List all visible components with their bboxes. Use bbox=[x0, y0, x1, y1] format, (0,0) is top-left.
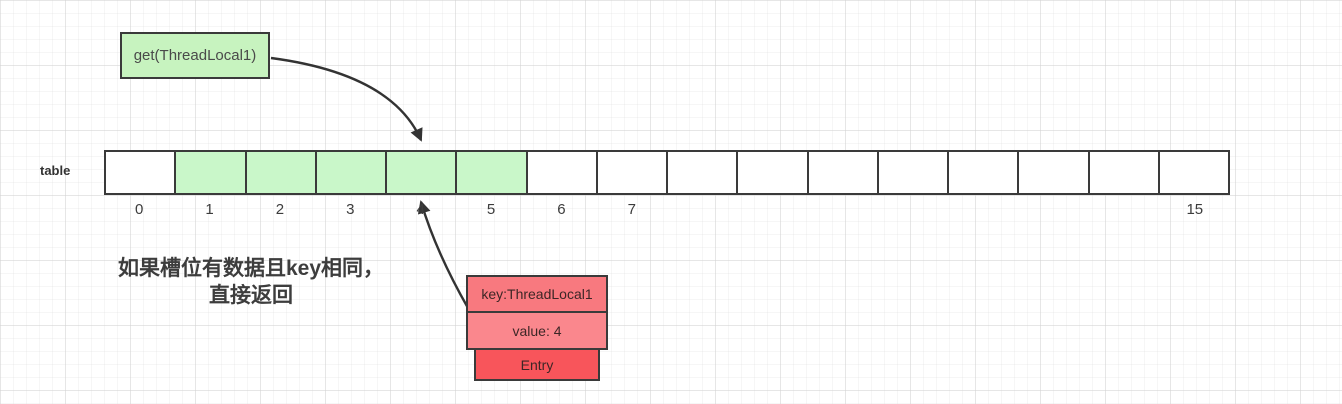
cell-index-label-1: 1 bbox=[205, 201, 214, 218]
get-call-label: get(ThreadLocal1) bbox=[133, 47, 257, 64]
table-cell-10 bbox=[808, 152, 879, 193]
entry-value-label: value: 4 bbox=[512, 322, 562, 339]
table-cell-4 bbox=[387, 152, 458, 193]
table-cell-1 bbox=[176, 152, 247, 193]
cell-index-label-13 bbox=[1019, 201, 1089, 218]
table-cell-0 bbox=[106, 152, 177, 193]
entry-key-label: key:ThreadLocal1 bbox=[481, 286, 593, 302]
table-cells bbox=[104, 150, 1230, 195]
cell-index-label-5: 5 bbox=[486, 201, 496, 218]
table-label: table bbox=[40, 163, 71, 178]
annotation-text: 如果槽位有数据且key相同， 直接返回 bbox=[105, 255, 397, 309]
table-cell-7 bbox=[597, 152, 668, 193]
get-to-slot4-arrow-icon bbox=[270, 56, 423, 142]
table-cell-2 bbox=[246, 152, 317, 193]
cell-index-label-9 bbox=[737, 201, 807, 218]
annotation-line2: 直接返回 bbox=[209, 284, 293, 307]
entry-value-box: value: 4 bbox=[466, 311, 608, 350]
table-cell-9 bbox=[738, 152, 809, 193]
annotation-line1: 如果槽位有数据且key相同， bbox=[117, 257, 385, 280]
table-cell-13 bbox=[1019, 152, 1090, 193]
table-cell-5 bbox=[457, 152, 528, 193]
cell-index-label-14 bbox=[1089, 201, 1159, 218]
table-cell-3 bbox=[316, 152, 387, 193]
table-cell-6 bbox=[527, 152, 598, 193]
cell-index-label-4: 4 bbox=[416, 201, 425, 218]
table-cell-11 bbox=[878, 152, 949, 193]
entry-title-box: Entry bbox=[474, 348, 600, 381]
entry-key-box: key:ThreadLocal1 bbox=[466, 275, 608, 313]
cell-index-label-2: 2 bbox=[275, 201, 285, 218]
cell-index-label-6: 6 bbox=[557, 201, 566, 218]
cell-index-label-0: 0 bbox=[135, 201, 144, 218]
table-cell-8 bbox=[668, 152, 739, 193]
cell-index-label-7: 7 bbox=[627, 201, 636, 218]
cell-index-label-11 bbox=[878, 201, 948, 218]
get-call-box: get(ThreadLocal1) bbox=[120, 32, 270, 79]
cell-index-label-3: 3 bbox=[346, 201, 355, 218]
entry-title-label: Entry bbox=[520, 356, 554, 373]
cell-index-label-10 bbox=[808, 201, 878, 218]
table-cell-14 bbox=[1089, 152, 1160, 193]
cell-index-label-8 bbox=[667, 201, 737, 218]
cell-index-label-15: 15 bbox=[1186, 201, 1204, 218]
table-cell-12 bbox=[949, 152, 1020, 193]
cell-index-label-12 bbox=[949, 201, 1019, 218]
table-index-labels: 0 1 2 3 4 5 6 7 15 bbox=[104, 201, 1230, 218]
table-cell-15 bbox=[1159, 152, 1228, 193]
